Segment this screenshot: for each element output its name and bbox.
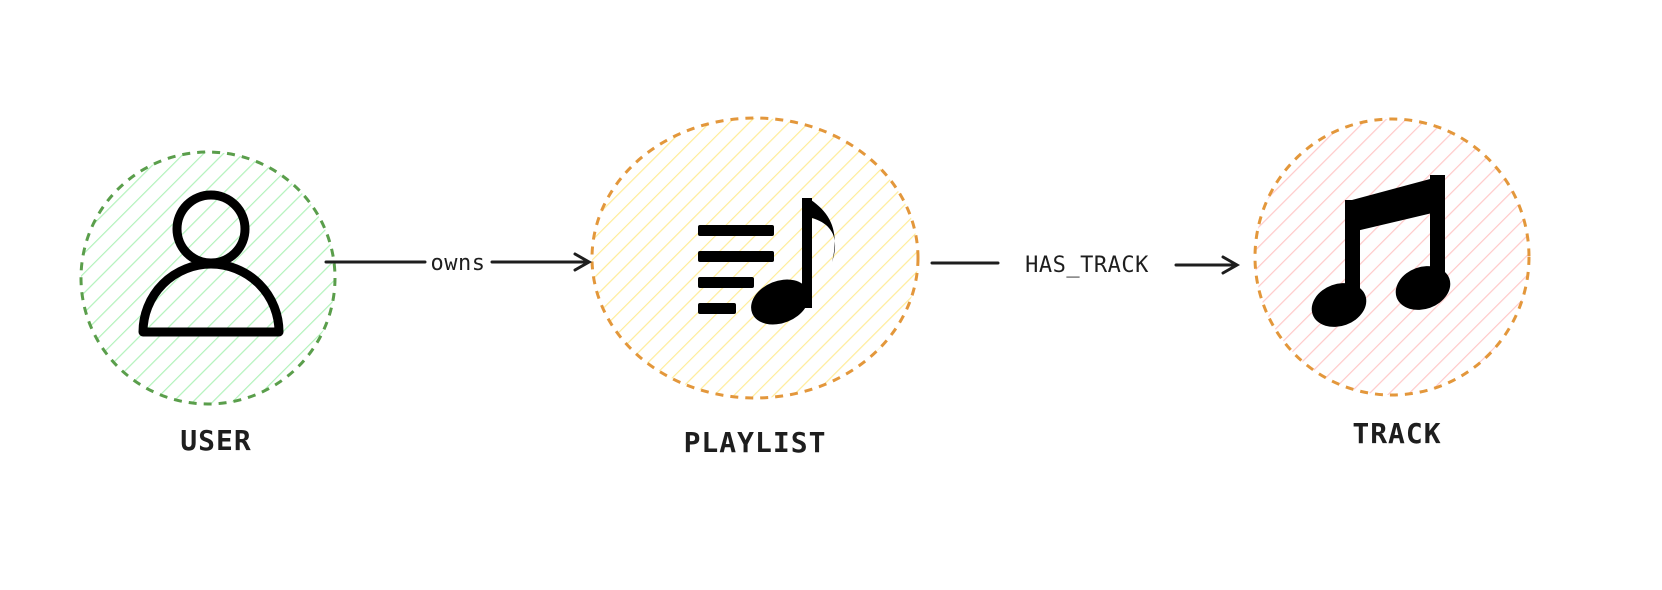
node-user-label: USER <box>180 424 251 457</box>
node-playlist: PLAYLIST <box>590 116 920 459</box>
edge-has-track-arrowhead <box>1221 255 1241 275</box>
node-playlist-label: PLAYLIST <box>684 426 827 459</box>
edge-owns-label: owns <box>431 251 486 276</box>
node-track-label: TRACK <box>1352 417 1441 450</box>
music-note-icon <box>1311 175 1451 327</box>
node-user-outline <box>79 150 337 406</box>
node-track-circle <box>1255 119 1529 395</box>
node-track-outline <box>1253 117 1531 397</box>
node-user-circle <box>81 152 335 404</box>
edge-owns-arrowhead <box>573 252 593 272</box>
edge-has-track: HAS_TRACK <box>930 253 1241 278</box>
node-user: USER <box>79 150 337 457</box>
playlist-icon <box>698 198 836 325</box>
user-icon <box>138 190 284 337</box>
node-playlist-outline <box>590 116 920 400</box>
edge-owns: owns <box>324 251 593 276</box>
node-track: TRACK <box>1253 117 1531 450</box>
edge-has-track-label: HAS_TRACK <box>1025 253 1149 278</box>
